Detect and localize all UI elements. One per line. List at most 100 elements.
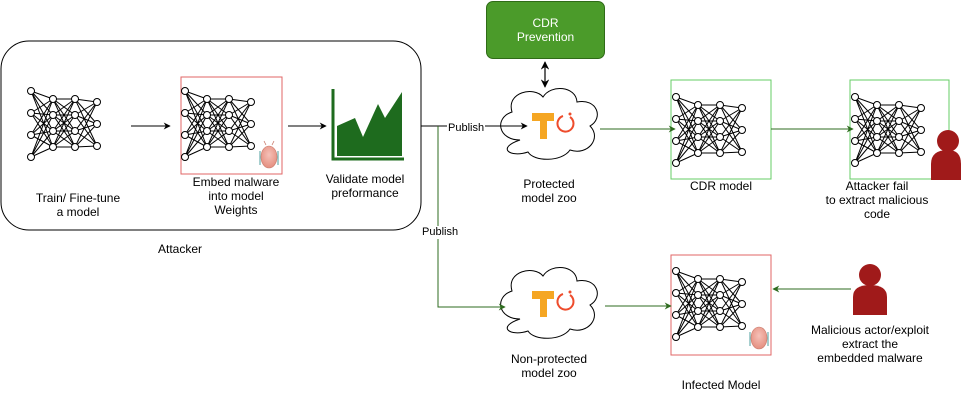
network-node bbox=[716, 101, 724, 109]
network-edge bbox=[74, 114, 98, 147]
network-edge bbox=[52, 98, 76, 132]
network-edge bbox=[697, 278, 721, 312]
network-edge bbox=[675, 292, 699, 312]
arrow-publish-non-protected bbox=[437, 126, 506, 311]
network-edge bbox=[854, 104, 878, 142]
network-node bbox=[181, 87, 189, 95]
network-node bbox=[873, 133, 881, 141]
network-edge bbox=[719, 120, 743, 153]
network-node bbox=[694, 117, 702, 125]
network-edge bbox=[52, 130, 76, 148]
malware-bug-icon bbox=[259, 140, 279, 169]
cdr-model-label: CDR model bbox=[689, 179, 752, 193]
network-edge bbox=[184, 112, 208, 132]
network-edge bbox=[675, 96, 699, 138]
network-edge bbox=[719, 107, 743, 154]
network-edge bbox=[228, 114, 252, 147]
network-edge bbox=[228, 123, 252, 148]
malicious-actor-label: Malicious actor/exploit extract the embe… bbox=[810, 323, 930, 365]
network-node bbox=[716, 307, 724, 315]
network-edge bbox=[854, 120, 878, 142]
network-edge bbox=[675, 270, 699, 312]
network-edge bbox=[30, 90, 54, 132]
network-edge bbox=[30, 134, 54, 148]
network-node bbox=[203, 95, 211, 103]
network-node bbox=[917, 148, 925, 156]
network-edge bbox=[675, 120, 699, 142]
network-edge bbox=[854, 104, 878, 120]
network-node bbox=[694, 149, 702, 157]
network-node bbox=[694, 307, 702, 315]
network-edge bbox=[30, 98, 54, 158]
network-node bbox=[716, 323, 724, 331]
network-edge bbox=[675, 96, 699, 154]
network-edge bbox=[898, 104, 922, 131]
network-edge bbox=[30, 130, 54, 158]
network-node bbox=[181, 109, 189, 117]
train-model-label: Train/ Fine-tune a model bbox=[35, 191, 121, 219]
network-edge bbox=[898, 136, 922, 153]
network-node bbox=[203, 111, 211, 119]
network-edge bbox=[675, 270, 699, 296]
network-node bbox=[672, 333, 680, 341]
network-edge bbox=[719, 278, 743, 305]
network-node bbox=[672, 311, 680, 319]
network-node bbox=[225, 127, 233, 135]
attacker-fail-label: Attacker fail to extract malicious code bbox=[825, 179, 929, 221]
network-edge bbox=[675, 314, 699, 328]
cdr-model-network-icon bbox=[672, 93, 746, 167]
validate-model-label: Validate model preformance bbox=[325, 172, 405, 200]
network-edge bbox=[206, 98, 230, 132]
infected-bug-icon bbox=[749, 326, 769, 350]
network-edge bbox=[184, 114, 208, 136]
network-edge bbox=[184, 130, 208, 158]
network-edge bbox=[854, 120, 878, 164]
network-edge bbox=[854, 96, 878, 138]
network-node bbox=[247, 98, 255, 106]
network-edge bbox=[184, 98, 208, 114]
network-node bbox=[873, 149, 881, 157]
network-node bbox=[738, 148, 746, 156]
network-edge bbox=[675, 294, 699, 316]
network-edge bbox=[854, 118, 878, 138]
network-node bbox=[672, 267, 680, 275]
tensorflow-icon bbox=[532, 113, 554, 139]
network-edge bbox=[854, 96, 878, 122]
network-edge bbox=[719, 303, 743, 328]
network-edge bbox=[74, 101, 98, 116]
publish-label-bottom: Publish bbox=[421, 226, 460, 239]
embed-malware-label: Embed malware into model Weights bbox=[192, 175, 280, 217]
network-node bbox=[225, 111, 233, 119]
network-edge bbox=[854, 118, 878, 154]
network-edge bbox=[675, 278, 699, 338]
network-node bbox=[49, 127, 57, 135]
network-edge bbox=[228, 98, 252, 125]
network-node bbox=[694, 323, 702, 331]
network-edge bbox=[675, 270, 699, 328]
network-edge bbox=[719, 281, 743, 328]
network-edge bbox=[30, 98, 54, 114]
network-edge bbox=[898, 107, 922, 122]
network-edge bbox=[206, 98, 230, 116]
network-edge bbox=[854, 104, 878, 164]
network-node bbox=[895, 117, 903, 125]
network-edge bbox=[52, 114, 76, 148]
network-edge bbox=[719, 104, 743, 153]
network-edge bbox=[206, 114, 230, 148]
network-node bbox=[851, 115, 859, 123]
network-edge bbox=[719, 294, 743, 327]
network-edge bbox=[898, 107, 922, 138]
train-model-network-icon bbox=[27, 87, 101, 161]
malicious-actor-person-icon bbox=[853, 264, 887, 315]
network-edge bbox=[697, 278, 721, 296]
embed-malware-network-icon bbox=[181, 87, 255, 161]
network-edge bbox=[675, 136, 699, 164]
network-edge bbox=[876, 120, 900, 154]
publish-label-top: Publish bbox=[447, 122, 486, 135]
network-edge bbox=[206, 130, 230, 148]
network-node bbox=[851, 137, 859, 145]
attacker-fail-network-icon bbox=[851, 93, 925, 167]
network-edge bbox=[74, 101, 98, 148]
network-node bbox=[672, 115, 680, 123]
network-edge bbox=[52, 98, 76, 116]
